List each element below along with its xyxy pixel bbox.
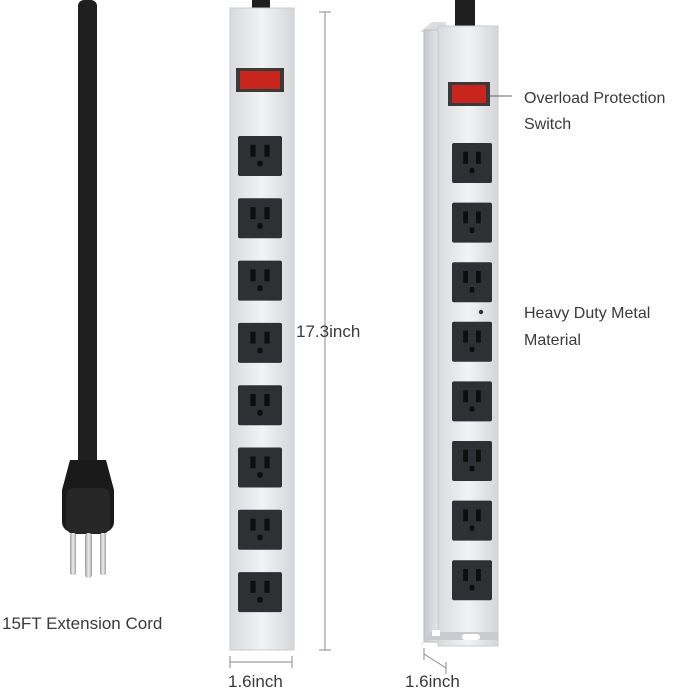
outlet-side-3: [452, 262, 492, 303]
outlet-side-7: [452, 500, 492, 541]
plug-prong-left: [70, 533, 76, 575]
outlet-front-2: [238, 198, 282, 239]
outlet-side-2: [452, 202, 492, 243]
plug-body: [66, 488, 110, 534]
metal-callout-line1: Heavy Duty Metal: [524, 305, 651, 322]
power-strip-front: [229, 0, 295, 651]
outlet-side-1: [452, 143, 492, 183]
length-dimension-line: [319, 11, 331, 651]
front-width-label: 1.6inch: [228, 672, 283, 691]
cord-label: 15FT Extension Cord: [2, 614, 163, 633]
metal-callout-dot: [478, 309, 484, 315]
outlet-front-1: [238, 136, 282, 176]
front-width-dimension-line: [229, 656, 293, 668]
plug-prong-right: [100, 533, 106, 575]
outlet-front-3: [238, 260, 282, 301]
side-width-label: 1.6inch: [405, 672, 460, 691]
switch-callout-line1: Overload Protection: [524, 90, 666, 107]
outlet-front-8: [238, 572, 282, 613]
outlet-front-4: [238, 322, 282, 363]
outlet-side-8: [452, 560, 492, 601]
side-width-dimension-line: [423, 648, 447, 674]
extension-cord: [62, 0, 114, 578]
switch-callout-line2: Switch: [524, 116, 572, 133]
outlet-front-6: [238, 447, 282, 488]
outlet-side-5: [452, 381, 492, 422]
outlet-side-6: [452, 441, 492, 481]
power-strip-side: [420, 0, 499, 648]
metal-callout-line2: Material: [524, 332, 581, 349]
plug-ground-pin: [85, 533, 92, 578]
outlet-side-4: [452, 321, 492, 362]
outlet-front-7: [238, 509, 282, 550]
outlet-front-5: [238, 385, 282, 426]
length-label: 17.3inch: [296, 322, 361, 341]
